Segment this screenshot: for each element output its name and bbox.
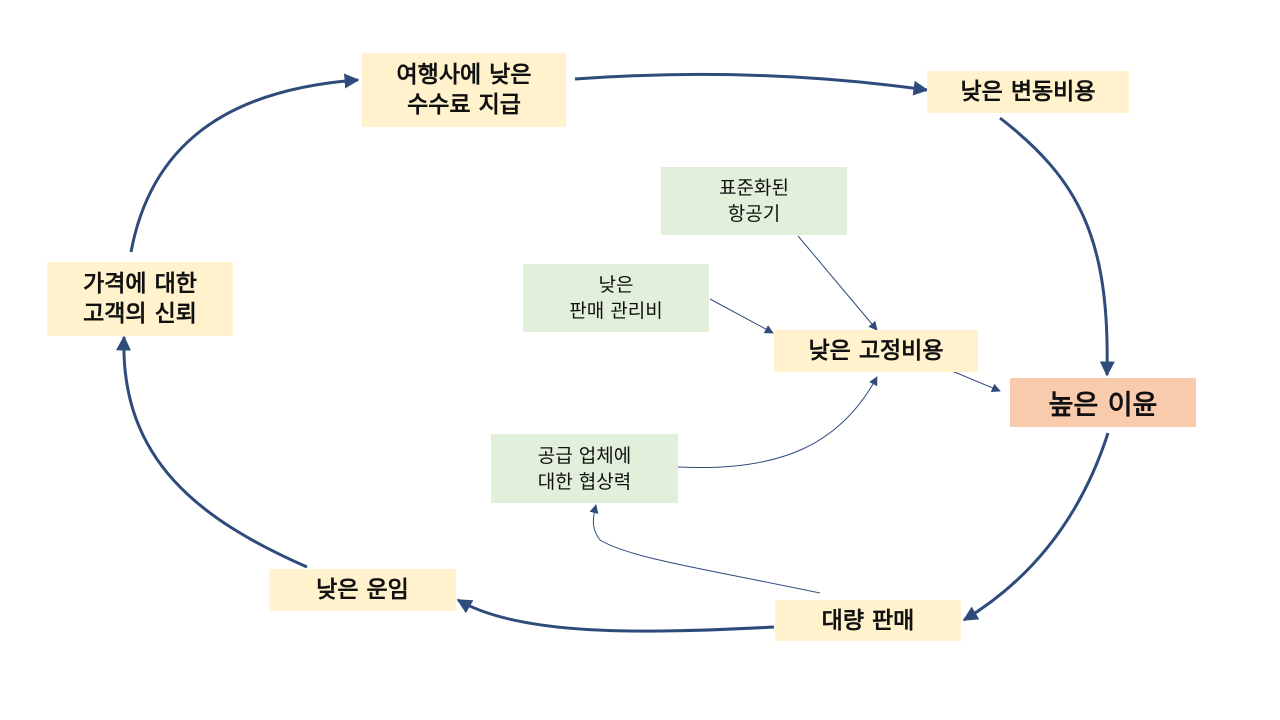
arrow-mass-sales-to-bargaining [589, 504, 821, 594]
node-low-variable-cost: 낮은 변동비용 [927, 71, 1129, 113]
node-low-sales-admin: 낮은 판매 관리비 [523, 264, 709, 332]
arrow-mass-sales-to-low-fare [456, 598, 775, 633]
node-supplier-bargaining: 공급 업체에 대한 협상력 [491, 434, 678, 503]
arrow-bargaining-to-fixed-cost [677, 376, 878, 469]
node-customer-trust: 가격에 대한 고객의 신뢰 [47, 262, 233, 336]
node-standard-aircraft: 표준화된 항공기 [661, 167, 847, 235]
node-low-fare: 낮은 운임 [269, 569, 456, 611]
arrow-low-fare-to-customer-trust [116, 335, 308, 569]
arrow-sales-admin-to-fixed-cost [709, 298, 774, 334]
node-low-commission: 여행사에 낮은 수수료 지급 [362, 53, 566, 127]
arrow-commission-to-variable-cost [574, 73, 929, 96]
arrow-customer-trust-to-commission [129, 73, 360, 253]
arrow-variable-cost-to-high-profit [999, 116, 1115, 377]
arrow-fixed-cost-to-high-profit [951, 370, 1001, 393]
arrow-standard-aircraft-to-fixed-cost [797, 235, 878, 331]
node-mass-sales: 대량 판매 [775, 600, 961, 641]
arrow-high-profit-to-mass-sales [962, 432, 1110, 622]
node-low-fixed-cost: 낮은 고정비용 [774, 330, 978, 372]
node-high-profit: 높은 이윤 [1010, 378, 1196, 427]
